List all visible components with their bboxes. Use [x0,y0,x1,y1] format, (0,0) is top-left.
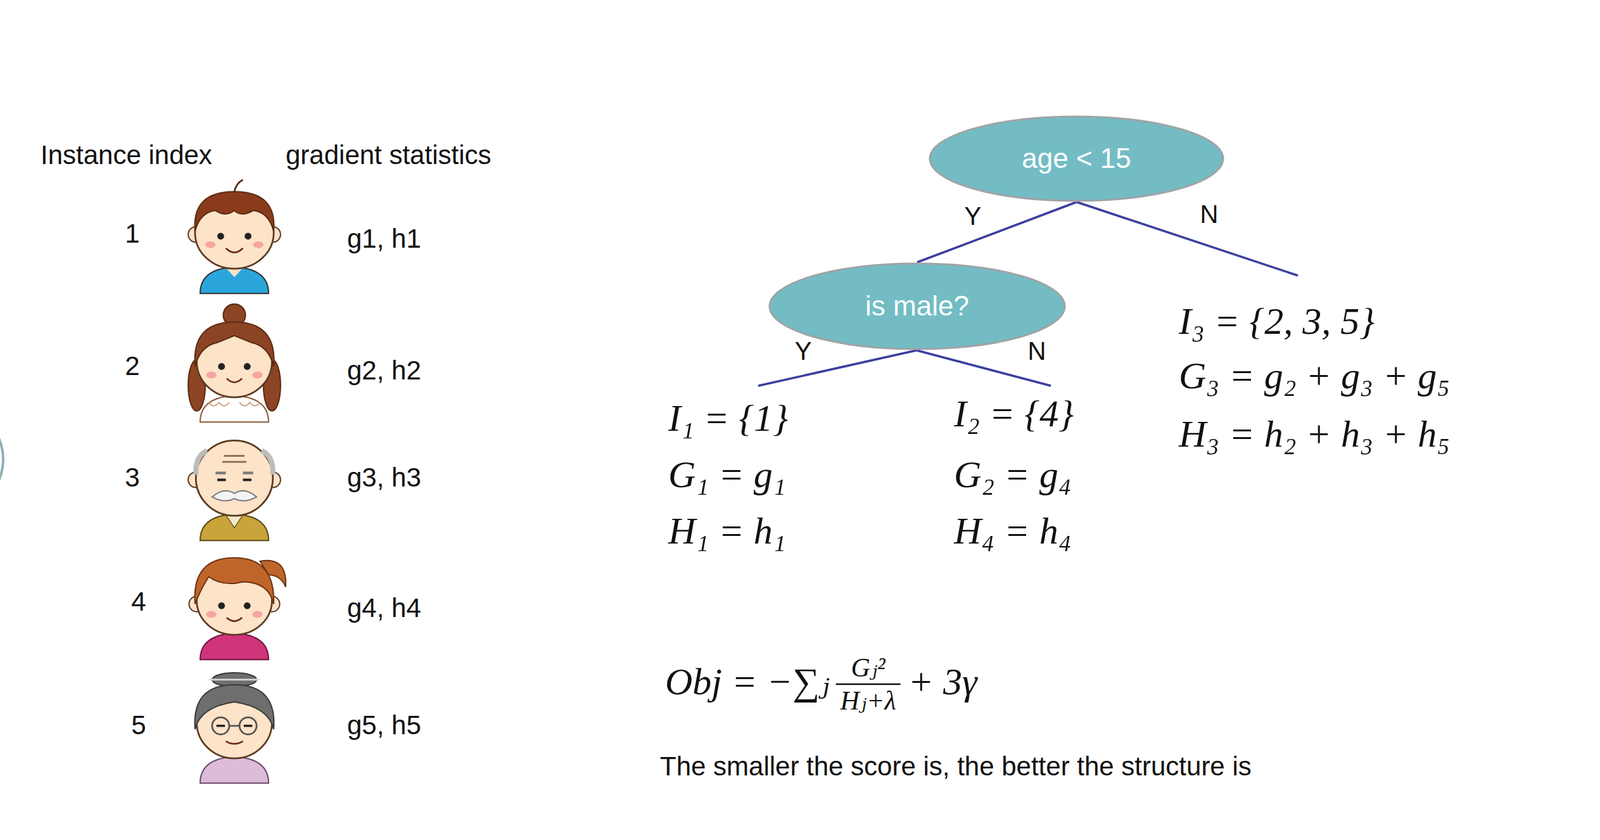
branch-label: N [1028,336,1047,365]
gradient-stats: g4, h4 [347,593,422,623]
boy-icon-part [200,266,269,294]
objective-formula: Obj = −∑ⱼ [665,660,830,703]
boy-icon-part [244,232,252,240]
node-label: is male? [865,290,970,323]
gradient-stats: g3, h3 [347,463,422,493]
node-label: age < 15 [1021,142,1132,175]
leaf-stats: H₃ = h₂ + h₃ + h₅ [1178,412,1450,455]
grandpa-icon-part [212,490,257,502]
fraction-denominator: Hⱼ+λ [840,685,897,716]
grandma-icon-part [226,741,244,744]
decision-ellipse: age < 15 [928,115,1225,203]
girl-icon-part [200,632,269,660]
girl-icon-part [226,617,242,621]
grandpa-icon-part [222,456,247,462]
instance-index: 2 [124,351,140,381]
ellipse-shape [929,116,1224,201]
edge-circle [0,405,4,514]
note: The smaller the score is, the better the… [660,751,1252,781]
grandpa-icon [188,440,281,541]
boy-icon-part [253,241,264,249]
girl-icon-part [209,402,261,406]
girl-icon-part [200,395,269,422]
ellipse-shape [769,263,1065,350]
tree-branch [917,202,1077,263]
objective-formula: + 3γ [908,660,978,703]
branch-label: Y [962,202,984,230]
girl-icon-part [217,362,225,370]
grandpa-icon-part [226,514,244,528]
instance-index: 4 [131,587,146,617]
column-header: gradient statistics [285,140,491,170]
decision-ellipse: is male? [768,262,1067,351]
girl-icon [188,304,281,422]
grandma-icon-part [209,679,261,681]
girl-icon [188,558,286,661]
girl-icon-part [243,602,251,610]
girl-icon-part [243,362,251,370]
boy-icon [188,179,281,294]
grandpa-icon-part [195,440,274,516]
grandpa-icon-part [200,513,269,541]
branch-label: Y [794,336,813,365]
boy-icon-part [226,248,244,253]
girl-icon-part [205,610,216,618]
instance-index: 1 [124,219,140,249]
girl-icon-part [252,610,263,618]
girl-icon-part [252,371,263,379]
leaf-stats: H₄ = h₄ [953,509,1072,552]
girl-icon-part [226,378,242,382]
gradient-stats: g1, h1 [347,224,422,254]
instance-index: 5 [131,710,146,740]
boy-icon-part [205,241,216,249]
branch-line [1076,202,1298,276]
branch-line [758,350,917,386]
grandma-icon-part [216,724,253,727]
grandpa-icon-part [215,471,253,475]
boy-icon-part [217,232,225,240]
leaf-stats: G₁ = g₁ [668,453,787,496]
boy-icon-part [195,191,275,232]
instance-index: 3 [124,463,140,493]
girl-icon-part [195,321,275,367]
leaf-stats: G₂ = g₄ [953,453,1072,496]
grandpa-icon-part [195,450,274,476]
grandma-icon-part [229,724,240,727]
column-header: Instance index [40,140,213,170]
leaf-stats: I₂ = {4} [953,392,1074,435]
girl-icon-part [217,602,225,610]
leaf-stats: H₁ = h₁ [668,509,787,552]
girl-icon-part [205,371,216,379]
girl-icon-part [195,558,275,605]
leaf-stats: G₃ = g₂ + g₃ + g₅ [1178,354,1450,397]
branch-label: N [1200,200,1219,229]
leaf-stats: I₁ = {1} [668,397,788,439]
grandma-icon-part [200,756,269,783]
grandpa-icon-part [217,478,252,481]
gradient-stats: g5, h5 [347,710,422,740]
boy-icon-part [234,179,244,192]
fraction-numerator: Gⱼ² [851,653,886,683]
grandma-icon [195,672,275,783]
fraction-bar [836,683,901,686]
grandma-icon-part [195,684,275,730]
gradient-stats: g2, h2 [347,355,422,386]
leaf-stats: I₃ = {2, 3, 5} [1178,300,1375,343]
